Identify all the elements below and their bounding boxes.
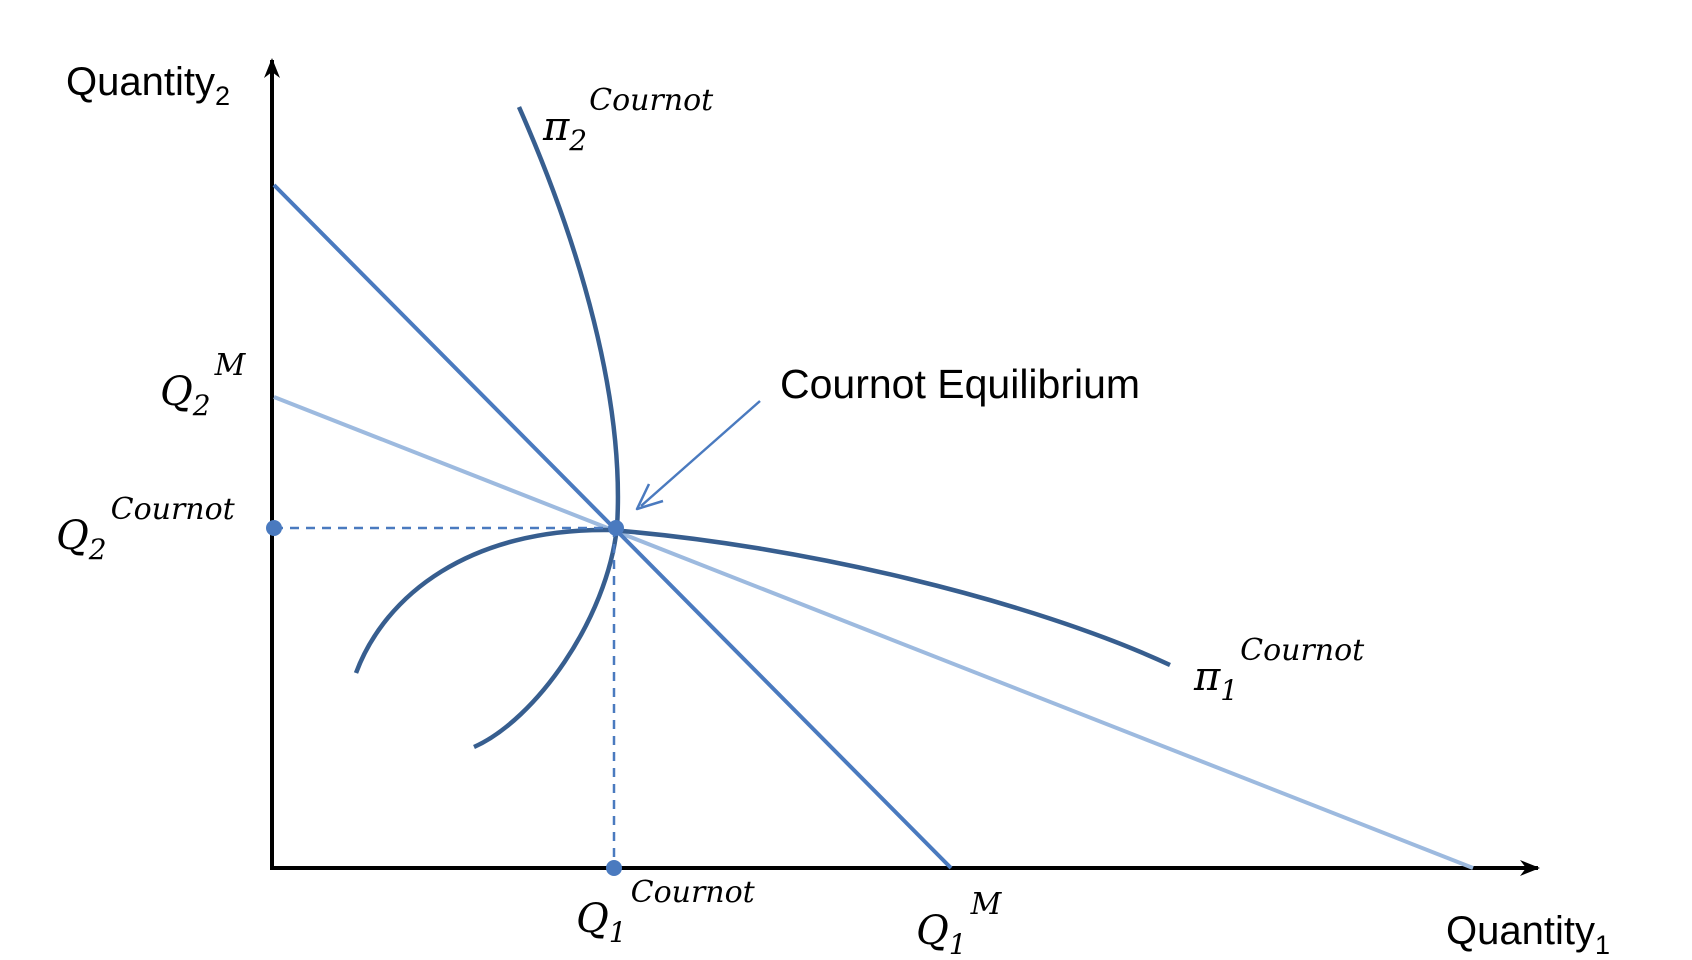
pi2-cournot-label: π2Cournot bbox=[542, 83, 714, 157]
q1-m-label: Q1M bbox=[916, 887, 1003, 960]
q2-cournot-point bbox=[266, 520, 282, 536]
isoprofit-curve-firm1 bbox=[353, 527, 1171, 674]
y-axis-label: Quantity2 bbox=[66, 60, 230, 111]
q1-cournot-label: Q1Cournot bbox=[576, 875, 756, 949]
q2-m-label: Q2M bbox=[160, 348, 247, 422]
equilibrium-arrow bbox=[635, 400, 761, 511]
q2-cournot-label: Q2Cournot bbox=[56, 492, 236, 566]
isoprofit-curve-firm2 bbox=[473, 106, 621, 750]
reaction-line-firm2 bbox=[273, 395, 1474, 870]
q1-cournot-point bbox=[606, 860, 622, 876]
cournot-equilibrium-label: Cournot Equilibrium bbox=[780, 361, 1140, 407]
pi1-cournot-label: π1Cournot bbox=[1193, 633, 1365, 707]
cournot-equilibrium-point bbox=[608, 520, 624, 536]
x-axis-label: Quantity1 bbox=[1446, 909, 1610, 960]
